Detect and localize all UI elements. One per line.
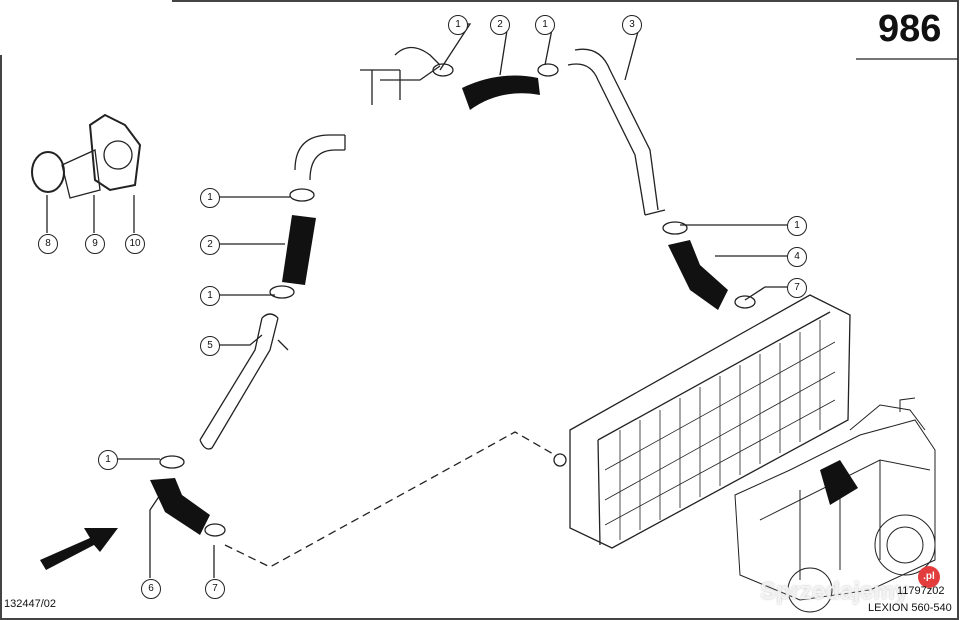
- callout-1: 1: [448, 15, 468, 35]
- engine-pipe-top: [360, 46, 441, 105]
- callout-1: 1: [787, 216, 807, 236]
- radiator: [553, 294, 851, 549]
- callout-10: 10: [125, 234, 145, 254]
- model-label: LEXION 560-540: [868, 602, 952, 614]
- housing-9: [61, 149, 101, 199]
- harvester-highlight-hose: [820, 460, 858, 505]
- gasket-10: [88, 113, 142, 192]
- rubber-hoses: [40, 75, 858, 570]
- callout-6: 6: [141, 579, 161, 599]
- pipe-5: [199, 313, 289, 450]
- callout-7: 7: [205, 579, 225, 599]
- callout-1: 1: [200, 286, 220, 306]
- watermark-badge: .pl: [918, 566, 940, 588]
- callout-1: 1: [200, 188, 220, 208]
- callout-9: 9: [85, 234, 105, 254]
- hose-4: [668, 240, 728, 310]
- hose-2-top: [462, 75, 540, 110]
- callout-1: 1: [98, 450, 118, 470]
- hose-2-left: [282, 215, 316, 285]
- hose-clamps: [159, 63, 756, 537]
- callout-8: 8: [38, 234, 58, 254]
- routing-dashed-line: [224, 431, 556, 568]
- sheet-number: 986: [878, 8, 942, 50]
- hose-6: [150, 478, 210, 535]
- callout-1: 1: [535, 15, 555, 35]
- watermark-text: Sprzedajemy: [760, 578, 909, 605]
- callout-3: 3: [622, 15, 642, 35]
- callout-4: 4: [787, 247, 807, 267]
- engine-pipe-left: [294, 134, 346, 181]
- direction-arrow: [40, 528, 118, 570]
- callout-5: 5: [200, 336, 220, 356]
- callout-2: 2: [490, 15, 510, 35]
- drawing-number: 132447/02: [4, 598, 56, 610]
- seal-ring-8: [31, 151, 65, 193]
- combine-harvester-sketch: [734, 397, 936, 613]
- callout-7: 7: [787, 278, 807, 298]
- leader-lines: [46, 23, 787, 578]
- figure-number: 11797z02: [897, 585, 945, 597]
- pipe-3: [567, 48, 666, 216]
- callout-2: 2: [200, 235, 220, 255]
